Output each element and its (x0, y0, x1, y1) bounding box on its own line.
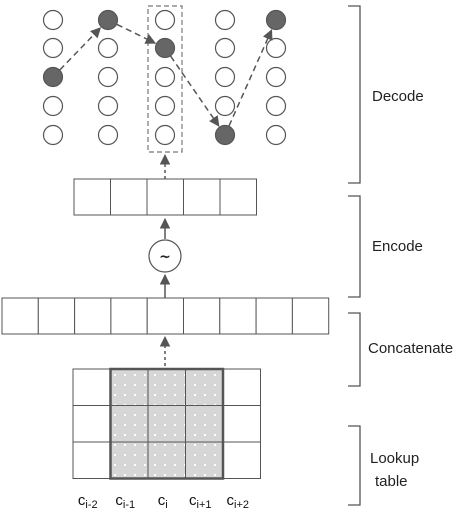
concat-cell (146, 297, 184, 335)
decode-node (214, 37, 236, 59)
decode-layer (42, 5, 287, 153)
decode-node (154, 95, 176, 117)
column-label: ci+1 (189, 492, 212, 511)
concat-cell (291, 297, 330, 335)
encode-cell (110, 178, 148, 216)
decode-nodes (42, 9, 287, 146)
decode-node-active (154, 37, 176, 59)
lookup-cell (72, 368, 111, 406)
column-label: ci (158, 492, 168, 511)
decode-node (42, 9, 64, 31)
lookup-cell (222, 405, 261, 443)
decode-node-active (42, 66, 64, 88)
lookup-cell (222, 368, 261, 406)
nonlinearity-node (148, 239, 182, 273)
decode-node (214, 9, 236, 31)
column-labels: ci-2 ci-1 ci ci+1 ci+2 (78, 492, 249, 511)
lookup-cell-selected (147, 405, 186, 443)
lookup-cell-selected (147, 368, 186, 406)
encode-cell (146, 178, 184, 216)
stage-label-table: table (375, 473, 408, 490)
lookup-selection-frame (109, 367, 225, 480)
lookup-cell (72, 405, 111, 443)
column-label: ci+2 (227, 492, 250, 511)
lookup-cell-selected (110, 441, 149, 479)
brace-lookup (348, 425, 361, 506)
concat-cell (255, 297, 293, 335)
encode-cell (73, 178, 111, 216)
decode-node (42, 37, 64, 59)
stage-label-lookup: Lookup (370, 450, 419, 467)
decode-node (265, 37, 287, 59)
nonlinearity-symbol: ~ (159, 249, 171, 265)
column-label: ci-1 (115, 492, 135, 511)
concat-cell (219, 297, 257, 335)
brace-decode (348, 5, 361, 184)
encode-vector (73, 178, 257, 216)
concat-cell (110, 297, 148, 335)
encode-cell (183, 178, 221, 216)
lookup-cell-selected (147, 441, 186, 479)
lookup-cell-selected (185, 368, 224, 406)
lookup-cell-selected (110, 368, 149, 406)
decode-node (42, 124, 64, 146)
brace-concatenate (348, 312, 361, 387)
concat-cell (183, 297, 221, 335)
decode-node (154, 124, 176, 146)
decode-transition-arrow (116, 23, 157, 44)
encode-cell (219, 178, 257, 216)
decode-node (42, 95, 64, 117)
decode-transition-arrow (170, 55, 220, 127)
lookup-cell-selected (185, 441, 224, 479)
lookup-cell (222, 441, 261, 479)
lookup-cell (72, 441, 111, 479)
selected-column-frame (147, 5, 183, 153)
decode-node (214, 66, 236, 88)
brace-encode (348, 195, 361, 298)
decode-node-active (265, 9, 287, 31)
concatenated-vector (1, 297, 330, 335)
lookup-cell-selected (110, 405, 149, 443)
decode-node (97, 95, 119, 117)
decode-node-active (214, 124, 236, 146)
decode-node (214, 95, 236, 117)
decode-transition-arrow (228, 29, 273, 127)
decode-node (154, 66, 176, 88)
lookup-table (72, 367, 261, 480)
decode-transition-arrow (59, 27, 102, 71)
decode-node (97, 66, 119, 88)
concat-cell (74, 297, 112, 335)
lookup-cell-selected (185, 405, 224, 443)
stage-label-concatenate: Concatenate (368, 340, 453, 357)
decode-node (97, 124, 119, 146)
stage-braces (348, 5, 361, 506)
decode-node (97, 37, 119, 59)
decode-node (265, 66, 287, 88)
column-label: ci-2 (78, 492, 98, 511)
concat-cell (1, 297, 39, 335)
stage-label-encode: Encode (372, 238, 423, 255)
decode-node (154, 9, 176, 31)
decode-node (265, 124, 287, 146)
stage-label-decode: Decode (372, 88, 424, 105)
concat-cell (37, 297, 76, 335)
decode-path (59, 23, 273, 127)
decode-node (265, 95, 287, 117)
decode-node-active (97, 9, 119, 31)
